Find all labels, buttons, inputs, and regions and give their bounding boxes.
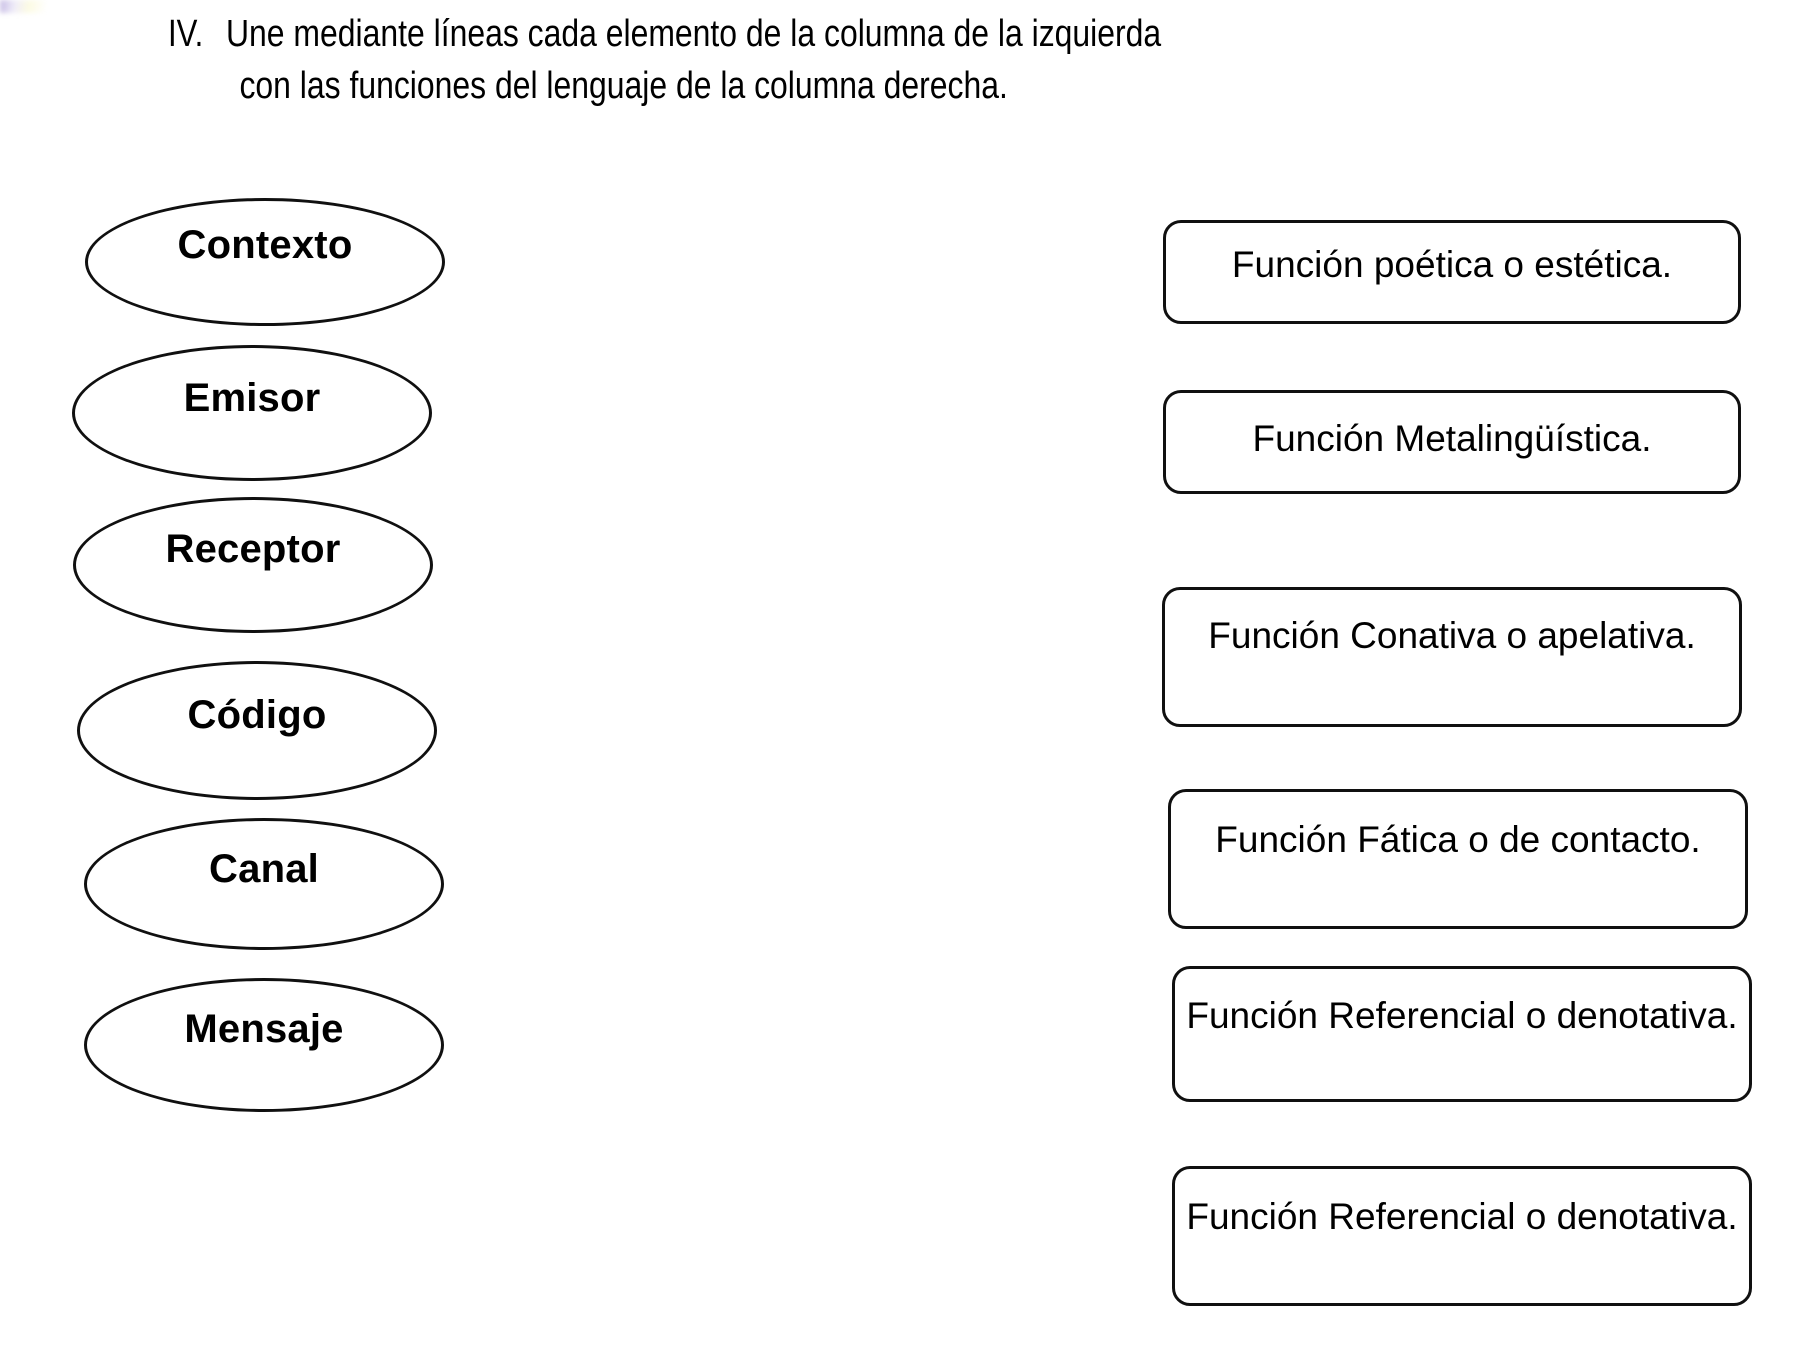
ellipse-label: Mensaje (184, 1007, 344, 1051)
ellipse-codigo[interactable]: Código (77, 661, 437, 800)
function-box-label: Función Metalingüística. (1252, 418, 1652, 459)
ellipse-label: Receptor (165, 527, 341, 571)
function-box-poetica[interactable]: Función poética o estética. (1163, 220, 1741, 324)
ellipse-label: Emisor (183, 376, 321, 420)
function-box-label: Función Referencial o denotativa. (1186, 995, 1738, 1036)
function-box-referencial-2[interactable]: Función Referencial o denotativa. (1172, 1166, 1752, 1306)
instruction-heading: IV. Une mediante líneas cada elemento de… (168, 8, 1468, 112)
instruction-text: Une mediante líneas cada elemento de la … (226, 8, 1269, 112)
scan-artifact (0, 0, 46, 13)
instruction-numeral: IV. (168, 13, 204, 55)
ellipse-contexto[interactable]: Contexto (85, 198, 445, 326)
function-box-conativa[interactable]: Función Conativa o apelativa. (1162, 587, 1742, 727)
function-box-label: Función Referencial o denotativa. (1186, 1196, 1738, 1237)
ellipse-emisor[interactable]: Emisor (72, 345, 432, 481)
ellipse-label: Canal (209, 847, 319, 891)
function-box-label: Función Conativa o apelativa. (1208, 615, 1696, 656)
ellipse-receptor[interactable]: Receptor (73, 497, 433, 633)
function-box-referencial-1[interactable]: Función Referencial o denotativa. (1172, 966, 1752, 1102)
ellipse-mensaje[interactable]: Mensaje (84, 978, 444, 1112)
ellipse-canal[interactable]: Canal (84, 818, 444, 950)
instruction-line-2: con las funciones del lenguaje de la col… (239, 65, 1008, 107)
function-box-label: Función poética o estética. (1231, 244, 1673, 285)
function-box-metalinguistica[interactable]: Función Metalingüística. (1163, 390, 1741, 494)
ellipse-label: Contexto (177, 223, 353, 267)
function-box-fatica[interactable]: Función Fática o de contacto. (1168, 789, 1748, 929)
instruction-line-1: Une mediante líneas cada elemento de la … (226, 13, 1162, 55)
ellipse-label: Código (187, 693, 327, 737)
function-box-label: Función Fática o de contacto. (1215, 819, 1701, 860)
